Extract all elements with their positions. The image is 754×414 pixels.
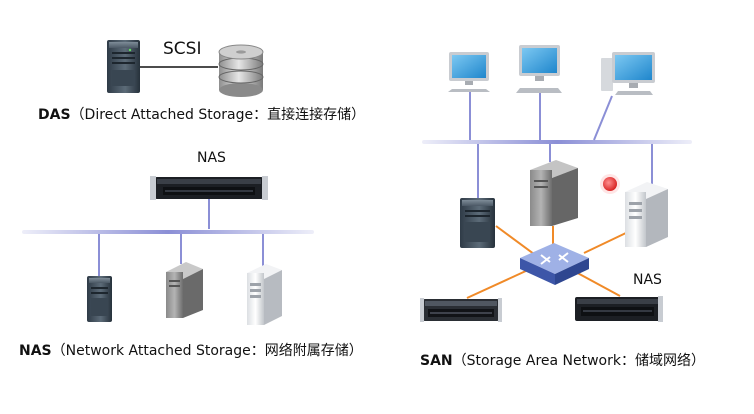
san-nas-label: NAS bbox=[633, 272, 662, 288]
san-caption-abbr: SAN bbox=[420, 353, 453, 369]
nas-caption: NAS（Network Attached Storage：网络附属存储） bbox=[19, 340, 363, 360]
das-caption-full: （Direct Attached Storage：直接连接存储） bbox=[70, 107, 366, 123]
san-workstation-3-icon bbox=[601, 52, 655, 95]
nas-caption-abbr: NAS bbox=[19, 343, 52, 359]
nas-caption-full: （Network Attached Storage：网络附属存储） bbox=[51, 343, 363, 359]
san-fc-links bbox=[466, 225, 629, 299]
san-caption-full: （Storage Area Network：储域网络） bbox=[452, 353, 705, 369]
nas-client-server-dark-icon bbox=[87, 276, 112, 322]
san-rack-storage-icon bbox=[420, 298, 502, 322]
san-section bbox=[420, 45, 692, 322]
das-caption: DAS（Direct Attached Storage：直接连接存储） bbox=[38, 104, 365, 124]
san-server-grey-icon bbox=[530, 160, 578, 226]
scsi-label: SCSI bbox=[163, 39, 202, 59]
das-caption-abbr: DAS bbox=[38, 107, 71, 123]
das-server-icon bbox=[107, 40, 140, 93]
das-disk-storage-icon bbox=[218, 44, 264, 97]
nas-network-bus bbox=[22, 230, 314, 234]
nas-device-label: NAS bbox=[197, 150, 226, 166]
nas-client-server-white-icon bbox=[247, 264, 282, 325]
nas-section bbox=[22, 176, 314, 325]
san-server-dark-icon bbox=[460, 198, 495, 248]
san-nas-storage-icon bbox=[575, 296, 663, 322]
red-dot-marker bbox=[600, 174, 620, 194]
san-workstation-1-icon bbox=[448, 52, 490, 92]
san-server-white-icon bbox=[625, 182, 668, 247]
san-lan-bus bbox=[422, 140, 692, 144]
san-workstation-2-icon bbox=[516, 45, 562, 93]
san-caption: SAN（Storage Area Network：储域网络） bbox=[420, 350, 705, 370]
san-switch-icon bbox=[520, 243, 589, 285]
das-section bbox=[107, 40, 264, 97]
nas-client-server-grey-icon bbox=[166, 262, 203, 318]
nas-rack-storage-icon bbox=[150, 176, 268, 200]
